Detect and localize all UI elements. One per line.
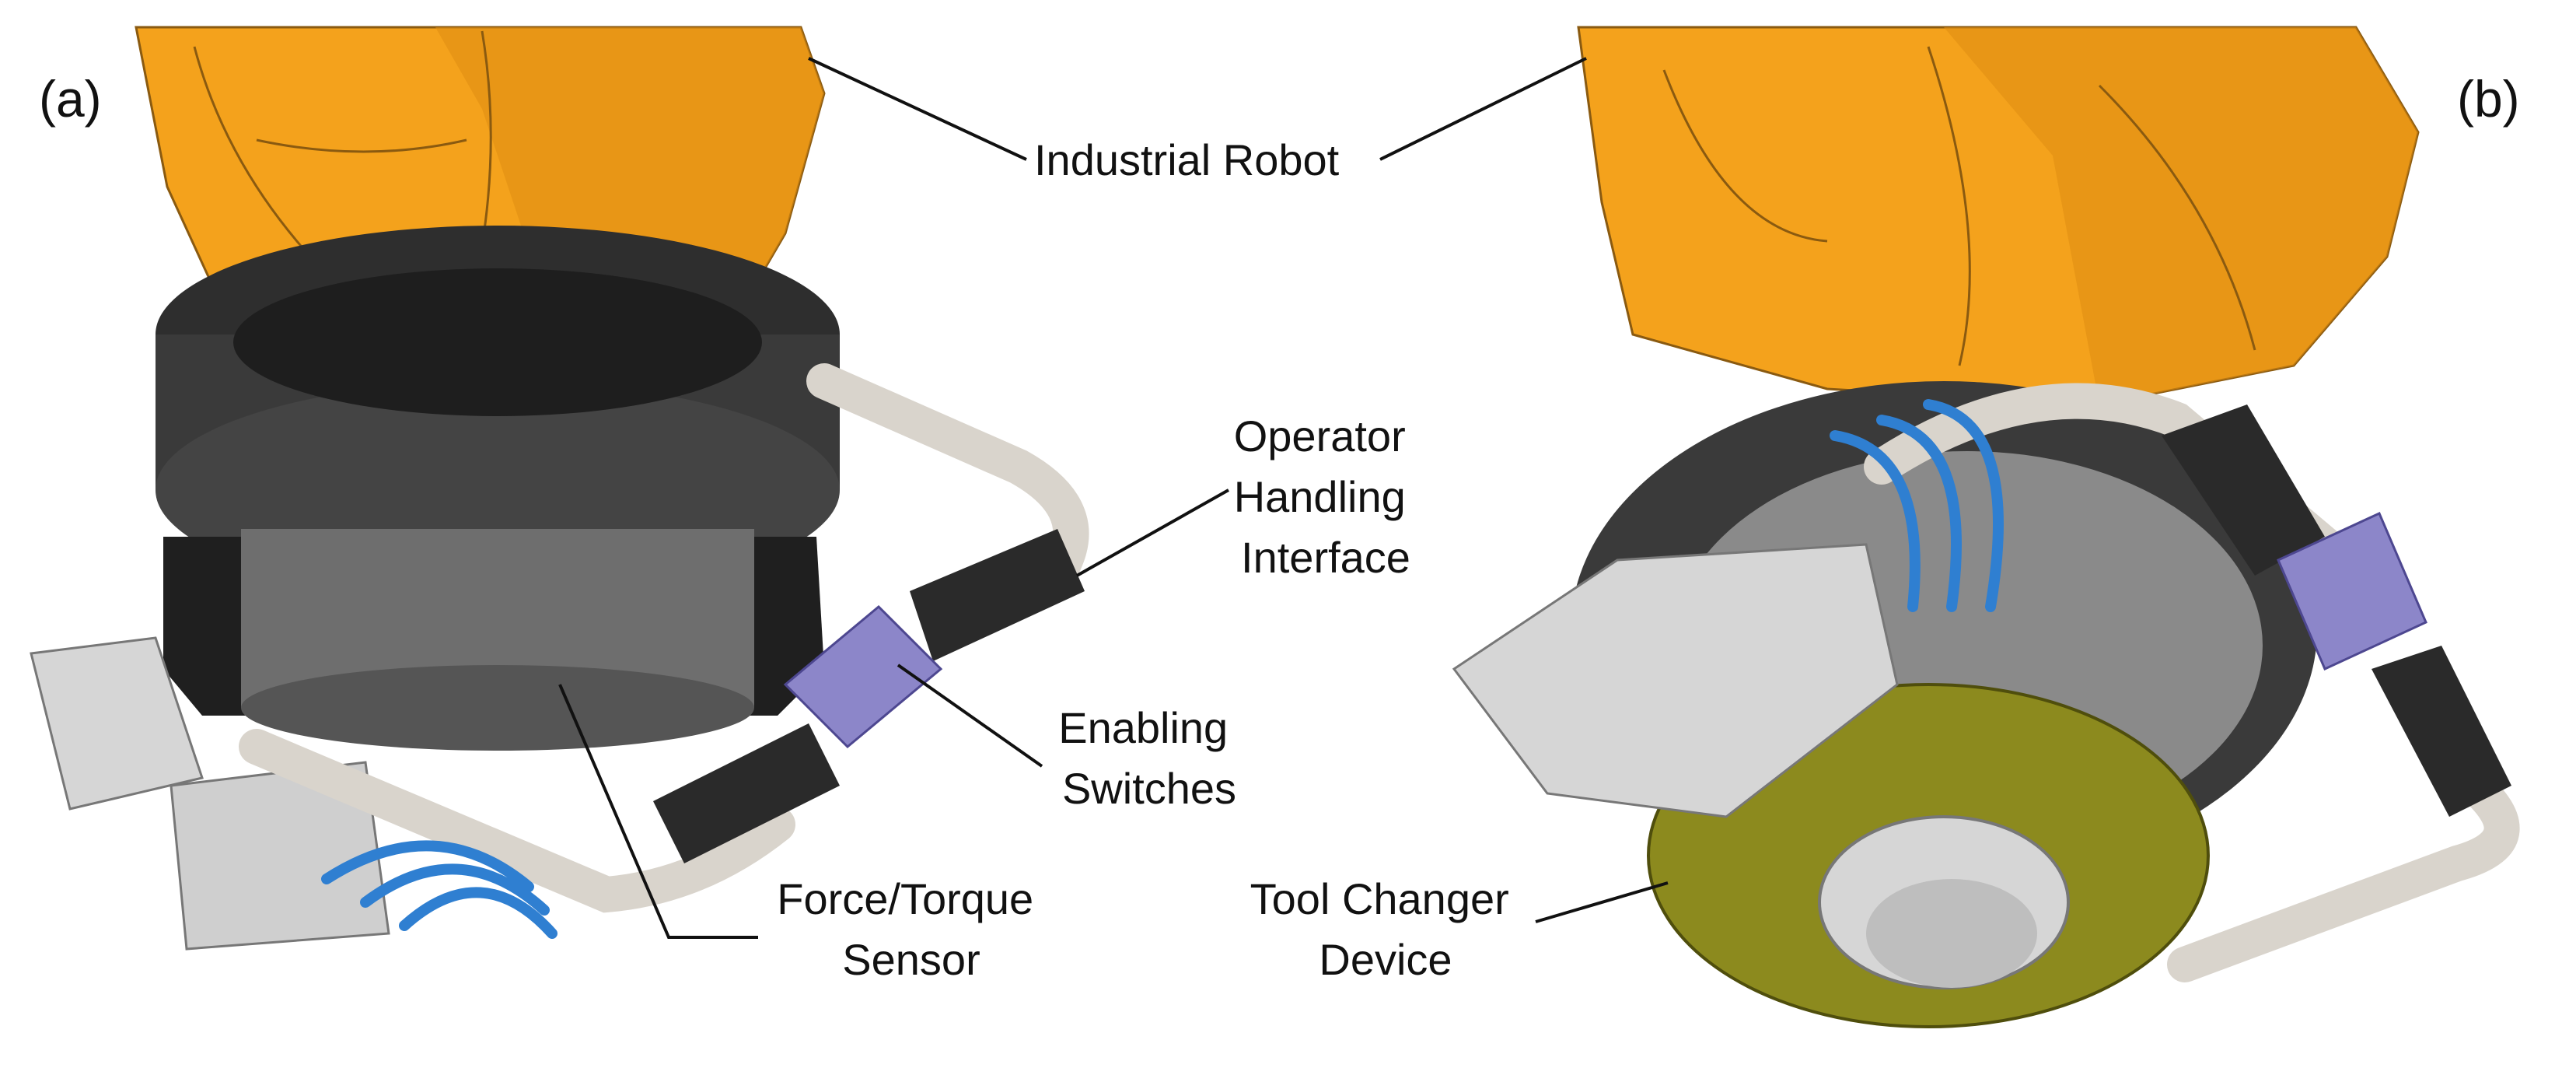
connector-module-b	[1452, 543, 1899, 818]
label-enabling-switches: Enabling Switches	[1058, 703, 1240, 813]
panel-a-illustration	[30, 26, 1089, 951]
label-operator-line2: Handling	[1234, 472, 1406, 521]
label-ft-line2: Sensor	[842, 935, 980, 984]
label-tc-line2: Device	[1319, 935, 1452, 984]
panel-b-illustration	[1452, 26, 2520, 1028]
label-switches-line1: Enabling	[1058, 703, 1228, 752]
panel-label-b: (b)	[2457, 70, 2520, 128]
air-tubes-b	[1830, 399, 2004, 612]
robot-arm-b-contour	[1662, 46, 2256, 366]
leader-operator	[1076, 488, 1229, 577]
air-tubes-a	[321, 840, 557, 939]
leader-switches	[897, 664, 1043, 768]
connector-module-a1	[30, 636, 204, 811]
leader-lines	[558, 57, 1669, 939]
label-switches-line2: Switches	[1062, 764, 1236, 813]
leader-robot-a	[808, 57, 1027, 161]
switch-box-b	[2277, 511, 2427, 671]
panel-label-a: (a)	[39, 70, 102, 128]
leader-ft-sensor	[558, 684, 758, 939]
ft-sensor-a-bottom	[241, 665, 754, 751]
switch-box-a	[783, 604, 943, 749]
label-operator-line1: Operator	[1234, 411, 1406, 460]
tool-changer-b-center	[1866, 879, 2037, 988]
label-ft-line1: Force/Torque	[777, 874, 1033, 923]
grip-a-lower	[653, 723, 840, 863]
robot-arm-b-shade	[1944, 27, 2418, 404]
label-operator-line3: Interface	[1241, 533, 1410, 582]
label-tool-changer: Tool Changer Device	[1250, 874, 1522, 984]
grip-a-upper	[910, 529, 1085, 661]
grip-b-lower	[2372, 646, 2511, 817]
label-ft-sensor: Force/Torque Sensor	[777, 874, 1046, 984]
leader-tool-changer	[1535, 881, 1669, 923]
flange-a-ring	[233, 268, 762, 416]
label-tc-line1: Tool Changer	[1250, 874, 1509, 923]
leader-robot-b	[1379, 57, 1587, 161]
label-operator-interface: Operator Handling Interface	[1234, 411, 1418, 582]
grip-b-upper	[2162, 404, 2325, 576]
label-industrial-robot: Industrial Robot	[1034, 135, 1340, 184]
